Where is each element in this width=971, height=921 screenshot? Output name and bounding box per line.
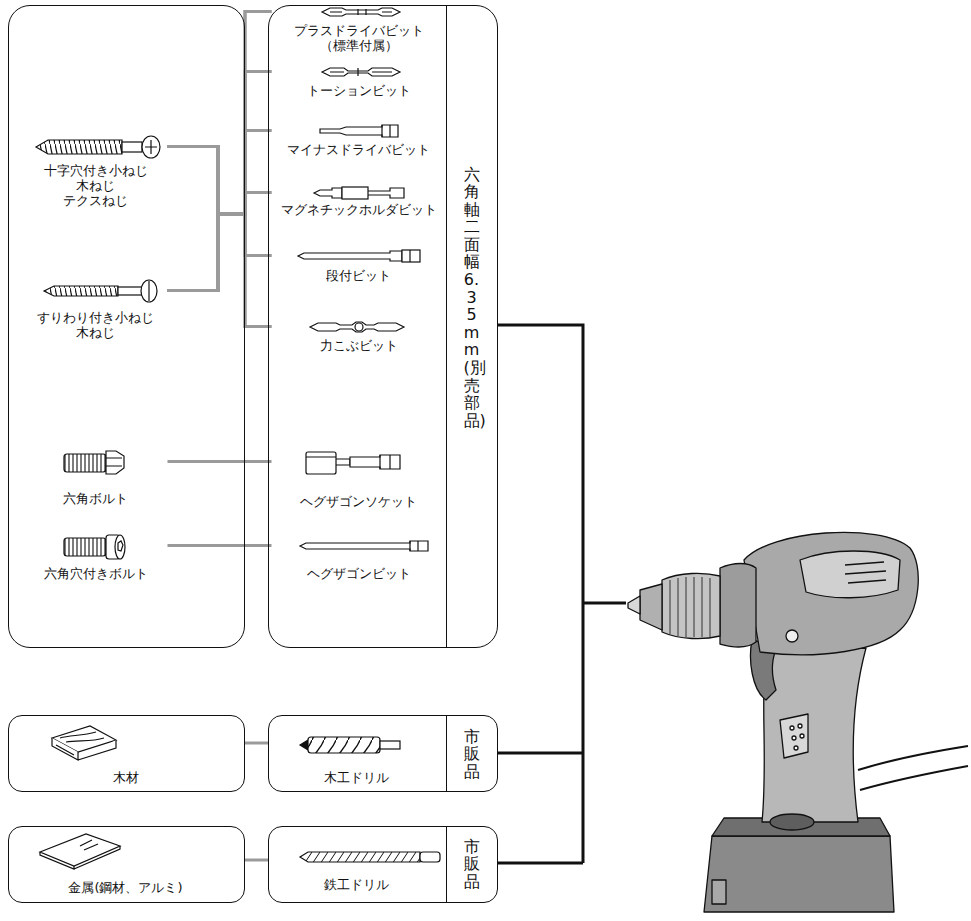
item-label: 六角穴付きボルト [44, 566, 148, 581]
item-label: ヘグザゴンソケット [300, 494, 417, 509]
item-label: 段付ビット [326, 268, 391, 283]
item-label: 六角ボルト [63, 491, 128, 506]
item-label: プラスドライバビット （標準付属） [294, 23, 424, 53]
screw-group-panel: 十字穴付き小ねじ 木ねじ テクスねじすりわり付き小ねじ 木ねじ六角ボルト六角穴付… [8, 5, 245, 648]
item-label: ヘグザゴンビット [307, 566, 411, 581]
item-label: 力こぶビット [320, 338, 398, 353]
screw-item: すりわり付き小ねじ 木ねじ [25, 276, 168, 346]
bit-item: トーションビット [272, 62, 446, 100]
item-label: マグネチックホルダビット [281, 202, 437, 217]
item-label: マイナスドライバビット [287, 142, 430, 157]
bolt-item: 六角穴付きボルト [30, 530, 168, 585]
item-label: 木工ドリル [324, 770, 389, 785]
item-label: 十字穴付き小ねじ 木ねじ テクスねじ [44, 163, 148, 208]
drill-box: 鉄工ドリル 市販品 [268, 826, 498, 903]
connector-line [168, 147, 272, 327]
bit-item: 段付ビット [272, 245, 446, 287]
item-label: 金属(鋼材、アルミ) [68, 880, 182, 895]
item-label: 木材 [113, 770, 139, 785]
bit-item: ヘグザゴンソケット [272, 448, 446, 514]
connector-line [245, 742, 268, 745]
bit-item: 力こぶビット [272, 316, 446, 358]
connector-line [168, 544, 272, 547]
material-box: 木材 [8, 715, 245, 792]
bit-item: マグネチックホルダビット [272, 182, 446, 220]
bit-item: マイナスドライバビット [272, 121, 446, 159]
bit-item: プラスドライバビット （標準付属） [272, 4, 446, 60]
material-box: 金属(鋼材、アルミ) [8, 826, 245, 903]
item-label: すりわり付き小ねじ 木ねじ [37, 310, 154, 340]
vertical-label: 市販品 [464, 837, 480, 890]
bit-group-panel: 六角軸二面幅6.35mm(別売部品) プラスドライバビット （標準付属） トーション… [268, 5, 498, 648]
connector-line [168, 214, 272, 327]
column-divider [446, 827, 447, 902]
vertical-label: 六角軸二面幅6.35mm(別売部品) [464, 166, 480, 430]
column-divider [446, 6, 447, 647]
connector-line [245, 859, 268, 862]
column-divider [446, 716, 447, 791]
bolt-item: 六角ボルト [30, 445, 168, 507]
connector-line [168, 460, 272, 463]
screw-item: 十字穴付き小ねじ 木ねじ テクスねじ [25, 132, 168, 212]
item-label: トーションビット [307, 83, 411, 98]
item-label: 鉄工ドリル [324, 877, 389, 892]
bit-item: ヘグザゴンビット [272, 535, 446, 585]
drill-box: 木工ドリル 市販品 [268, 715, 498, 792]
vertical-label: 市販品 [464, 727, 480, 780]
